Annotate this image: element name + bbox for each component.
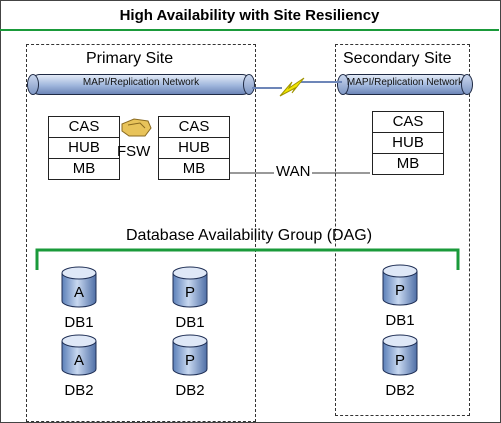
secondary-replication-network: MAPI/Replication Network: [337, 74, 473, 95]
database-icon: P: [172, 266, 208, 308]
network-pipe-cap: [337, 74, 349, 95]
database-role-letter: P: [185, 284, 195, 301]
database-name: DB2: [385, 382, 415, 399]
database-icon: P: [382, 264, 418, 306]
primary-site-box: [26, 44, 256, 422]
title-bar: High Availability with Site Resiliency: [0, 0, 499, 31]
hub-role: HUB: [159, 138, 229, 159]
file-share-witness-icon: [121, 118, 152, 137]
database-role-letter: P: [185, 352, 195, 369]
database-icon: P: [382, 334, 418, 376]
hub-role: HUB: [49, 138, 119, 159]
secondary-server-stack: CAS HUB MB: [372, 111, 444, 175]
wan-label: WAN: [276, 163, 311, 180]
fsw-label: FSW: [117, 143, 151, 160]
network-pipe-cap: [243, 74, 255, 95]
primary-server-stack-1: CAS HUB MB: [48, 116, 120, 180]
database-icon: A: [61, 334, 97, 376]
mb-role: MB: [396, 155, 420, 172]
lightning-bolt-icon: [279, 77, 305, 97]
secondary-site-box: [335, 44, 470, 416]
database-role-letter: A: [74, 284, 84, 301]
primary-server-stack-2: CAS HUB MB: [158, 116, 230, 180]
database-role-letter: P: [395, 282, 405, 299]
primary-replication-network: MAPI/Replication Network: [27, 74, 255, 95]
cas-role: CAS: [49, 117, 119, 138]
database-role-letter: P: [395, 352, 405, 369]
database-role-letter: A: [74, 352, 84, 369]
database-icon: P: [172, 334, 208, 376]
database-name: DB2: [175, 382, 205, 399]
primary-site-label: Primary Site: [86, 50, 174, 67]
secondary-network-label: MAPI/Replication Network: [346, 77, 464, 88]
network-pipe-cap: [27, 74, 39, 95]
primary-network-label: MAPI/Replication Network: [82, 77, 200, 88]
database-name: DB1: [385, 312, 415, 329]
mb-role: MB: [72, 160, 96, 177]
dag-label: Database Availability Group (DAG): [126, 227, 373, 244]
dag-bracket: [35, 248, 460, 270]
database-icon: A: [61, 266, 97, 308]
cas-role: CAS: [159, 117, 229, 138]
diagram-title: High Availability with Site Resiliency: [119, 7, 380, 24]
network-pipe-cap: [461, 74, 473, 95]
database-name: DB1: [175, 314, 205, 331]
cas-role: CAS: [373, 112, 443, 133]
database-name: DB2: [64, 382, 94, 399]
hub-role: HUB: [373, 133, 443, 154]
secondary-site-label: Secondary Site: [343, 50, 452, 67]
database-name: DB1: [64, 314, 94, 331]
mb-role: MB: [182, 160, 206, 177]
